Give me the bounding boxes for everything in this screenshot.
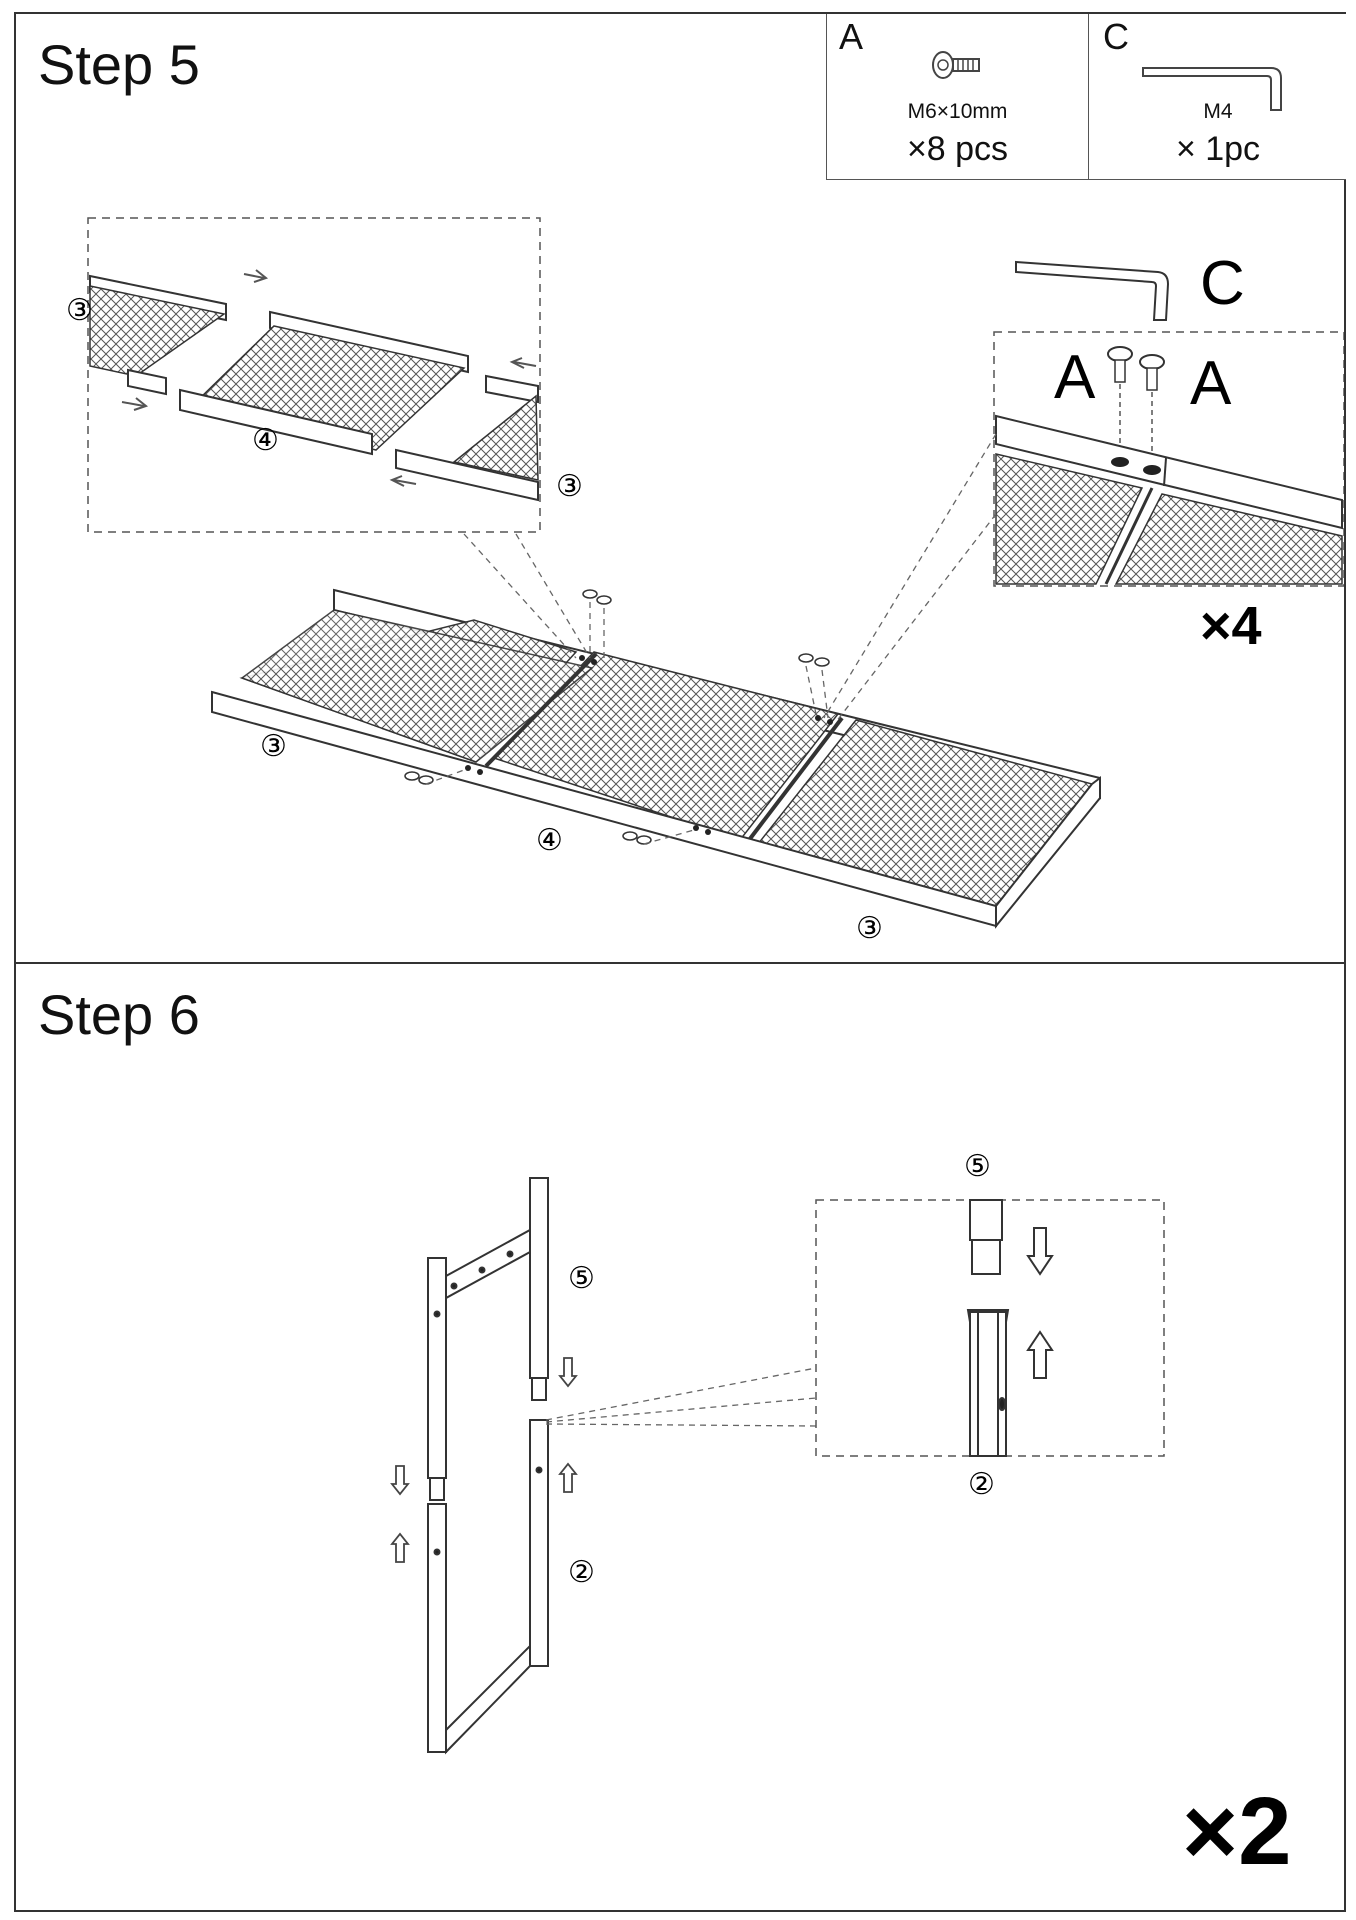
- part-a-letter: A: [839, 16, 864, 57]
- shelf-label-4: ④: [536, 824, 563, 857]
- detail-right-content: [995, 346, 1343, 585]
- frame-part-2: [427, 1419, 549, 1755]
- bolt-icon: [932, 51, 980, 79]
- part-c-spec: M4: [1203, 100, 1233, 123]
- detail-box-right: [993, 331, 1344, 587]
- shelf-label-3-right: ③: [856, 912, 883, 945]
- part-a-spec: M6×10mm: [907, 100, 1008, 123]
- allen-key-c-detail: [1015, 260, 1170, 321]
- step6-panel: Step 6 ⑤ ②: [14, 962, 1346, 1912]
- shelf-label-3-left: ③: [260, 730, 287, 763]
- repeat-x4-label: ×4: [1200, 596, 1262, 656]
- detail-label-3-left: ③: [66, 294, 93, 327]
- step5-illustration: ③ ④ ③ C A A ×4: [66, 217, 1344, 945]
- step6-arrows: [390, 1357, 578, 1563]
- detail-box-left: [87, 217, 541, 533]
- step5-title: Step 5: [38, 33, 200, 96]
- detail-label-5: ⑤: [964, 1150, 991, 1183]
- shelf-assembly: [211, 433, 1101, 929]
- tool-c-label: C: [1200, 249, 1245, 318]
- repeat-x2-label: ×2: [1182, 1778, 1291, 1885]
- frame-part-5: [427, 1177, 549, 1501]
- part-a-cell: A M6×10mm ×8 pcs: [827, 14, 1089, 179]
- part-c-qty: × 1pc: [1175, 130, 1261, 168]
- step6-illustration: ⑤ ② ⑤ ② ×2: [390, 1150, 1291, 1885]
- detail-label-4: ④: [252, 424, 279, 457]
- part-a-qty: ×8 pcs: [906, 130, 1009, 168]
- detail-label-2: ②: [968, 1468, 995, 1501]
- step5-panel: Step 5 A M6×10mm ×8 pcs C M4 × 1pc: [14, 12, 1346, 964]
- bolt-a-label-left: A: [1054, 343, 1096, 412]
- frame-label-5: ⑤: [568, 1262, 595, 1295]
- step6-title: Step 6: [38, 983, 200, 1046]
- bolt-a-label-right: A: [1190, 349, 1232, 418]
- parts-box: A M6×10mm ×8 pcs C M4 × 1pc: [826, 14, 1346, 180]
- part-c-cell: C M4 × 1pc: [1089, 14, 1347, 179]
- frame-label-2: ②: [568, 1556, 595, 1589]
- detail-step6-content: [966, 1199, 1054, 1457]
- detail-left-content: [89, 269, 539, 502]
- detail-label-3-right: ③: [556, 470, 583, 503]
- allen-key-icon: [1142, 67, 1282, 111]
- part-c-letter: C: [1103, 16, 1129, 57]
